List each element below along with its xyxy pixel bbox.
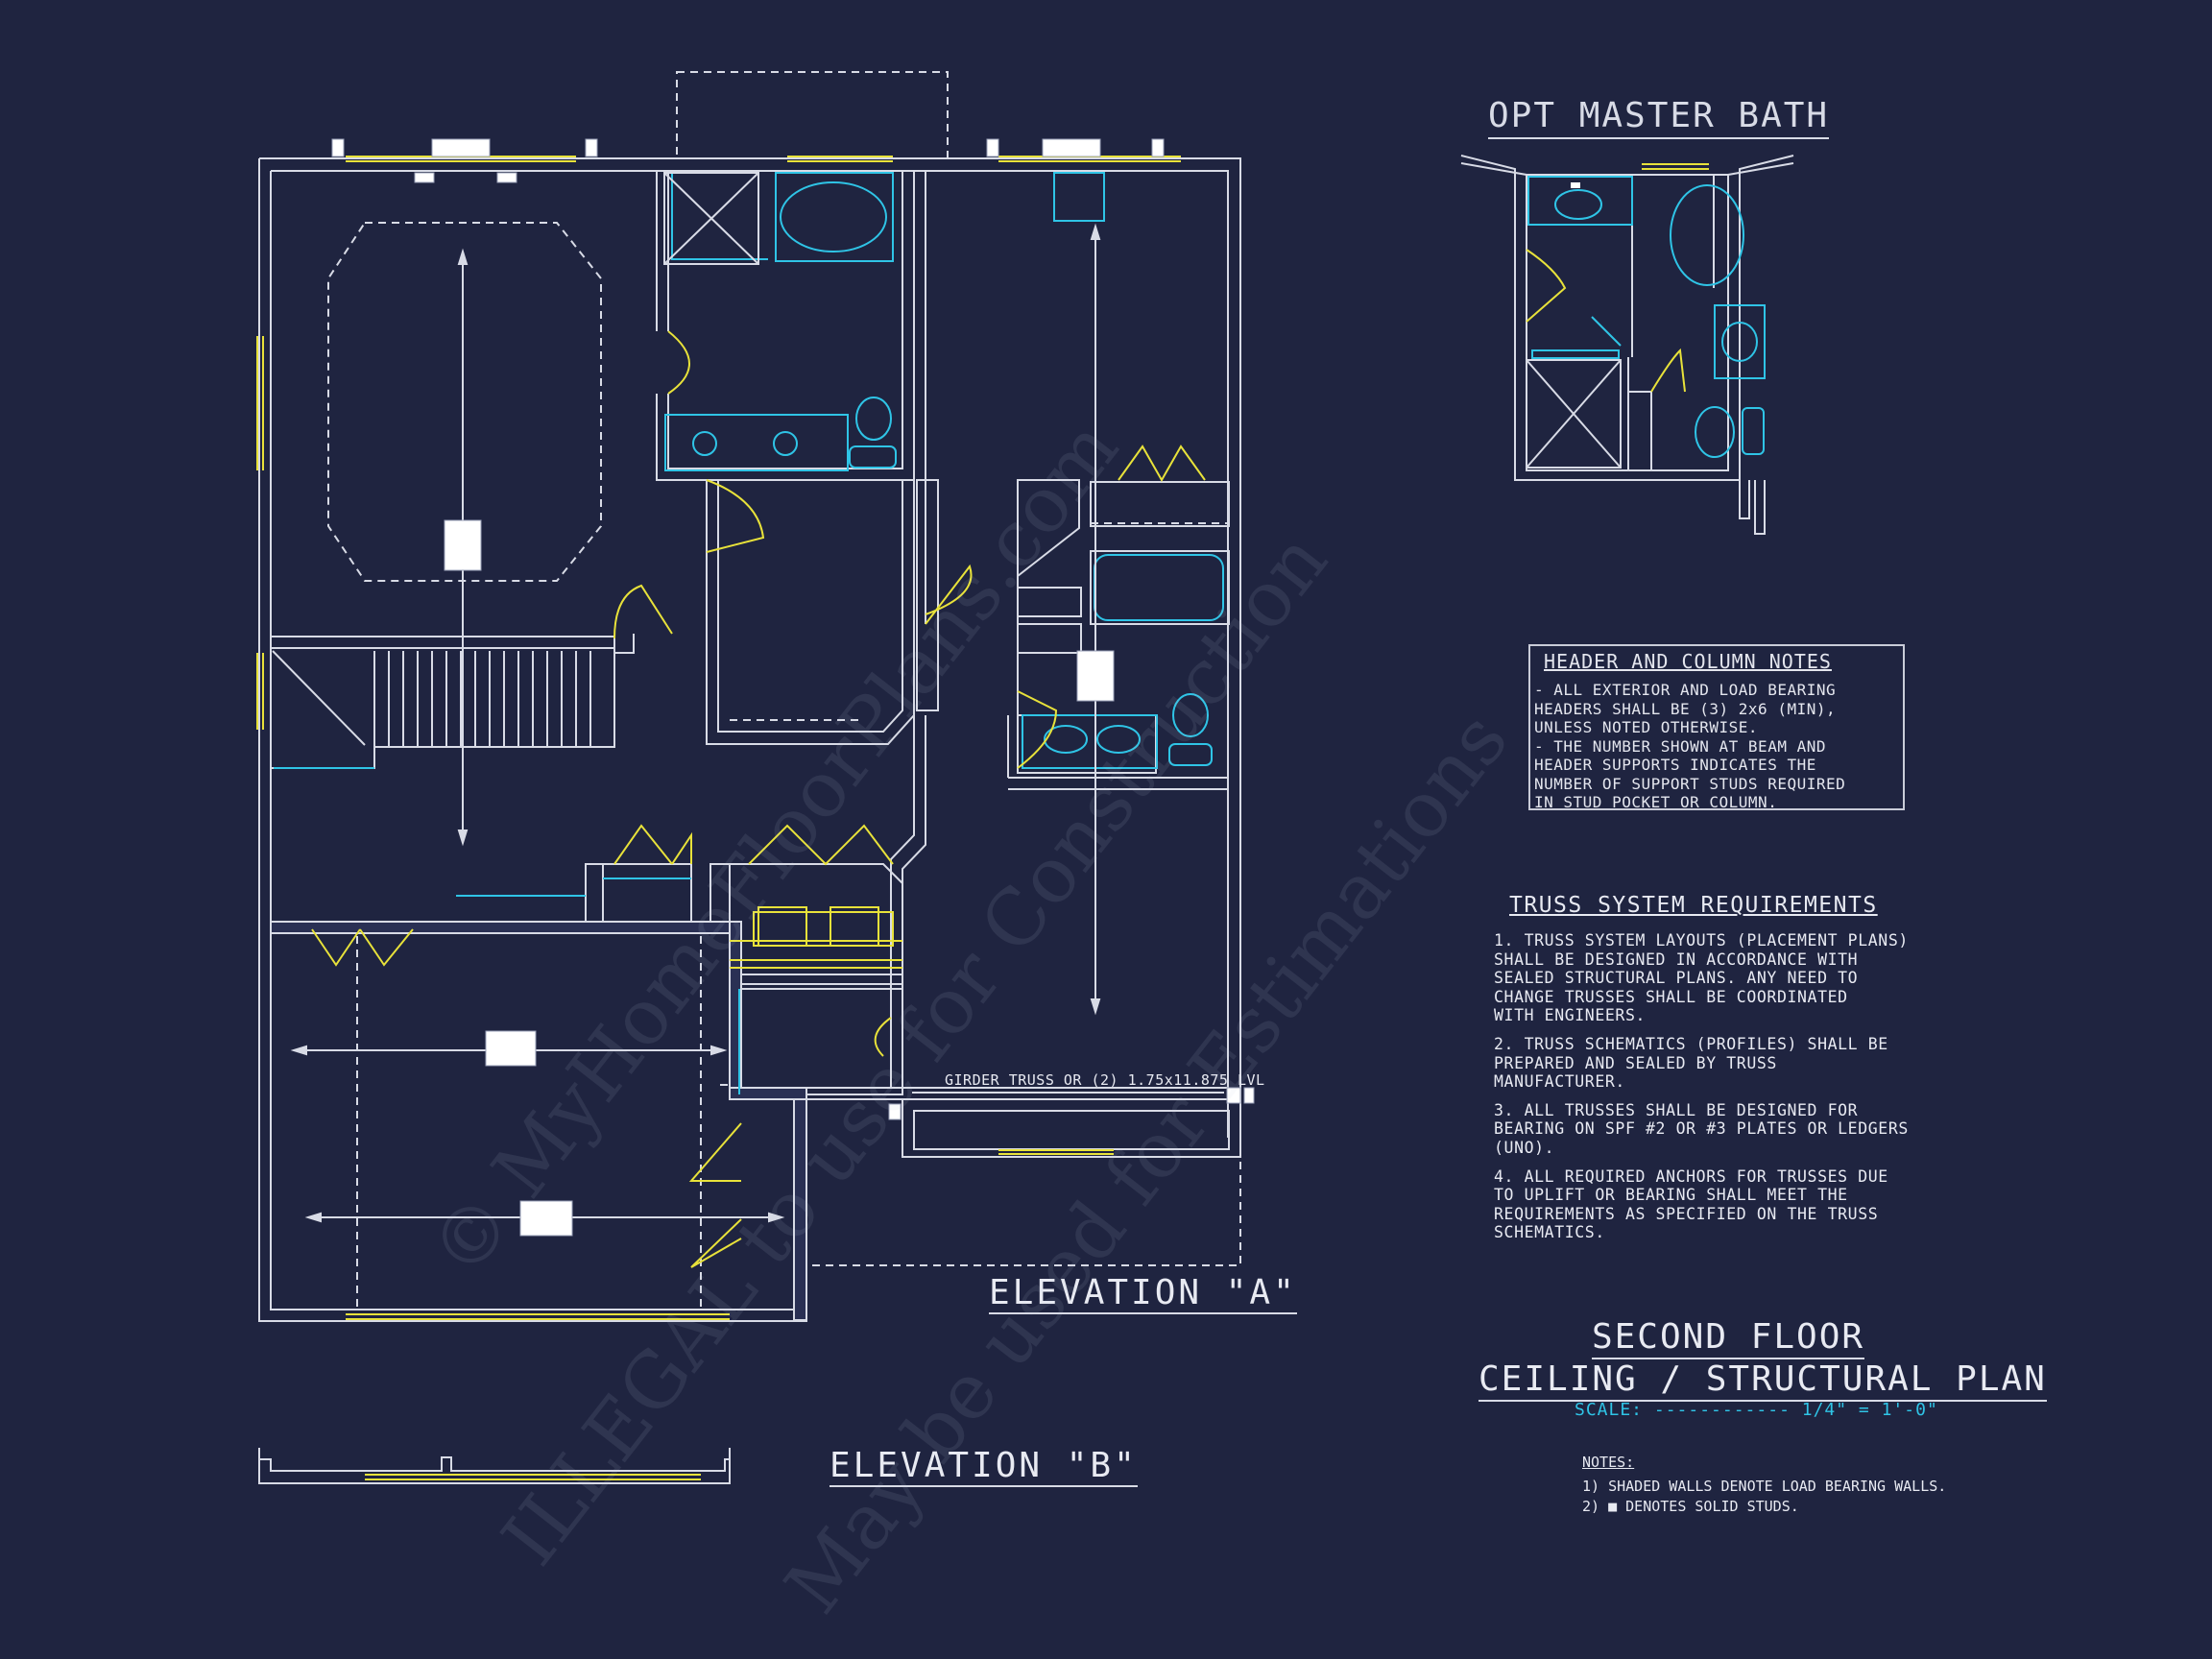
truss-line: SEALED STRUCTURAL PLANS. ANY NEED TO xyxy=(1494,969,1859,988)
truss-line: MANUFACTURER. xyxy=(1494,1072,1625,1092)
truss-line: 1. TRUSS SYSTEM LAYOUTS (PLACEMENT PLANS… xyxy=(1494,931,1909,950)
header-column-notes: HEADER AND COLUMN NOTES - ALL EXTERIOR A… xyxy=(1528,644,1905,811)
note-line: 2) ■ DENOTES SOLID STUDS. xyxy=(1582,1498,1799,1515)
header-note-line: UNLESS NOTED OTHERWISE. xyxy=(1534,718,1759,736)
header-note-line: HEADER SUPPORTS INDICATES THE xyxy=(1534,756,1816,774)
opt-master-bath-plan xyxy=(1460,155,1794,535)
truss-line: BEARING ON SPF #2 OR #3 PLATES OR LEDGER… xyxy=(1494,1119,1909,1139)
truss-line: 3. ALL TRUSSES SHALL BE DESIGNED FOR xyxy=(1494,1100,1859,1119)
plan-scale: SCALE: ------------ 1/4" = 1'-0" xyxy=(1575,1400,1938,1420)
truss-line: SCHEMATICS. xyxy=(1494,1223,1605,1242)
doors-windows xyxy=(256,156,1206,1320)
header-note-line: HEADERS SHALL BE (3) 2x6 (MIN), xyxy=(1534,699,1837,718)
notes-title: NOTES: xyxy=(1582,1454,1635,1471)
note-line: 1) SHADED WALLS DENOTE LOAD BEARING WALL… xyxy=(1582,1478,1947,1495)
truss-paragraph: 4. ALL REQUIRED ANCHORS FOR TRUSSES DUE … xyxy=(1494,1167,1993,1242)
elevation-b-outline xyxy=(258,1448,731,1484)
girder-truss-label: GIRDER TRUSS OR (2) 1.75x11.875 LVL xyxy=(945,1071,1265,1089)
plan-title-line2: CEILING / STRUCTURAL PLAN xyxy=(1479,1359,2047,1402)
support-stud-markers xyxy=(331,138,1255,1237)
truss-paragraph: 2. TRUSS SCHEMATICS (PROFILES) SHALL BE … xyxy=(1494,1035,1993,1092)
plan-title: SECOND FLOOR CEILING / STRUCTURAL PLAN xyxy=(1479,1317,2047,1402)
plan-title-line1: SECOND FLOOR xyxy=(1591,1317,1865,1359)
truss-line: PREPARED AND SEALED BY TRUSS xyxy=(1494,1053,1777,1072)
header-notes-title: HEADER AND COLUMN NOTES xyxy=(1544,650,1832,673)
plumbing-fixtures xyxy=(274,172,1224,1094)
truss-line: (UNO). xyxy=(1494,1138,1555,1157)
header-note-line: NUMBER OF SUPPORT STUDS REQUIRED xyxy=(1534,774,1846,793)
shower xyxy=(663,172,759,265)
truss-paragraph: 1. TRUSS SYSTEM LAYOUTS (PLACEMENT PLANS… xyxy=(1494,931,1993,1025)
truss-paragraph: 3. ALL TRUSSES SHALL BE DESIGNED FOR BEA… xyxy=(1494,1101,1993,1158)
truss-requirements-list: 1. TRUSS SYSTEM LAYOUTS (PLACEMENT PLANS… xyxy=(1494,931,1993,1252)
header-note-line: - THE NUMBER SHOWN AT BEAM AND xyxy=(1534,736,1826,756)
elevation-b-label: ELEVATION "B" xyxy=(830,1446,1138,1487)
elevation-a-label: ELEVATION "A" xyxy=(989,1273,1297,1314)
truss-line: 2. TRUSS SCHEMATICS (PROFILES) SHALL BE xyxy=(1494,1034,1888,1053)
truss-line: TO UPLIFT OR BEARING SHALL MEET THE xyxy=(1494,1186,1848,1205)
notes-list: 1) SHADED WALLS DENOTE LOAD BEARING WALL… xyxy=(1582,1477,1946,1517)
truss-line: 4. ALL REQUIRED ANCHORS FOR TRUSSES DUE xyxy=(1494,1166,1888,1186)
span-arrows xyxy=(290,223,1224,1223)
header-note-line: - ALL EXTERIOR AND LOAD BEARING xyxy=(1534,681,1837,699)
load-bearing-wall xyxy=(270,921,807,1321)
opt-master-bath-title: OPT MASTER BATH xyxy=(1488,96,1830,139)
truss-line: CHANGE TRUSSES SHALL BE COORDINATED xyxy=(1494,987,1848,1006)
truss-line: WITH ENGINEERS. xyxy=(1494,1006,1647,1025)
truss-requirements-title: TRUSS SYSTEM REQUIREMENTS xyxy=(1509,893,1878,918)
header-note-line: IN STUD POCKET OR COLUMN. xyxy=(1534,793,1778,811)
stair-treads xyxy=(272,650,591,747)
truss-line: REQUIREMENTS AS SPECIFIED ON THE TRUSS xyxy=(1494,1204,1879,1223)
truss-line: SHALL BE DESIGNED IN ACCORDANCE WITH xyxy=(1494,950,1859,969)
tray-ceiling-master xyxy=(327,222,602,582)
